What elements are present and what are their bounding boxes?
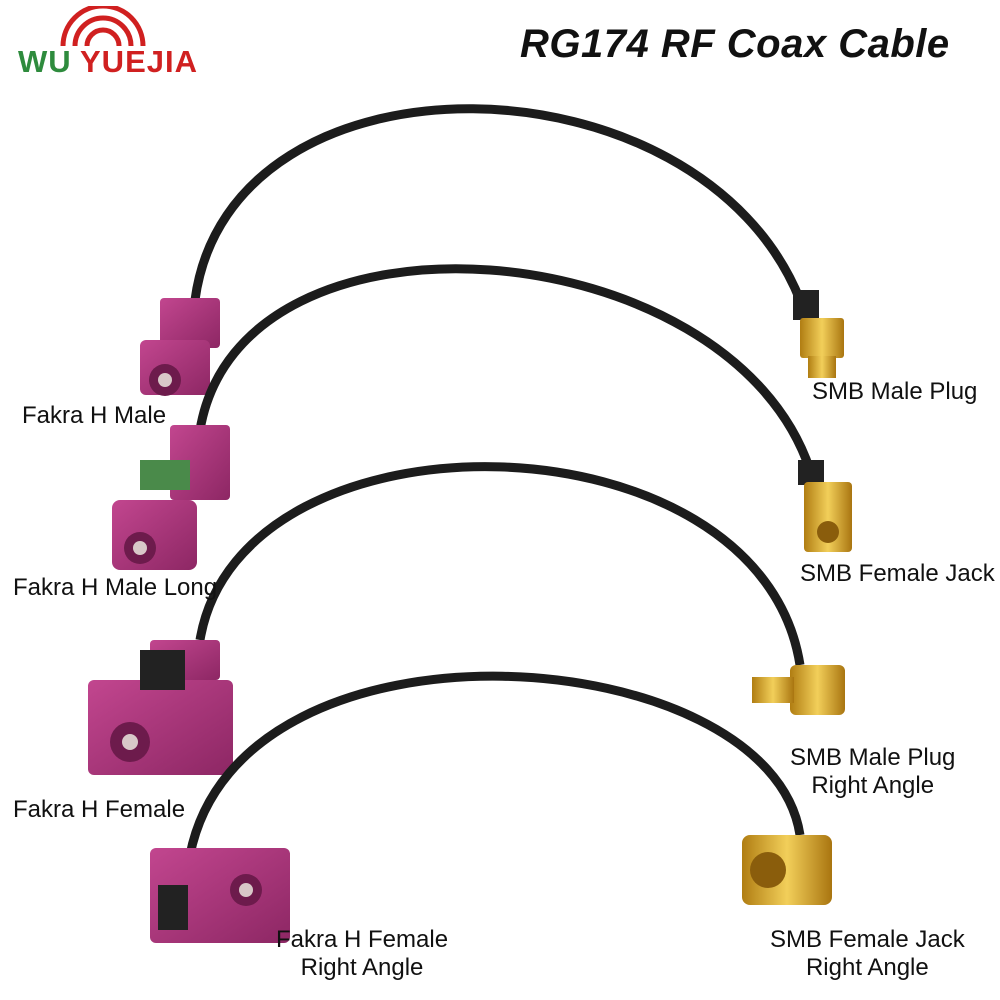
label-smb-male-plug: SMB Male Plug bbox=[812, 378, 978, 405]
cable-2 bbox=[112, 264, 852, 570]
fakra-h-male-long-connector bbox=[112, 425, 230, 570]
brand-prefix: WU bbox=[18, 44, 72, 79]
fakra-h-male-connector bbox=[140, 298, 220, 396]
cable-4 bbox=[150, 671, 832, 943]
page-title: RG174 RF Coax Cable bbox=[520, 22, 950, 66]
label-fakra-h-male-long: Fakra H Male Long bbox=[13, 574, 218, 601]
label-fakra-h-female-right-angle: Fakra H Female Right Angle bbox=[276, 926, 449, 981]
brand-logo: WU YUEJIA bbox=[8, 6, 198, 86]
label-fakra-h-male: Fakra H Male bbox=[22, 402, 167, 429]
fakra-h-female-connector bbox=[88, 640, 233, 775]
smb-male-plug-connector bbox=[793, 290, 844, 378]
label-smb-female-jack-right-angle: SMB Female Jack Right Angle bbox=[770, 926, 965, 981]
smb-female-jack-connector bbox=[798, 460, 852, 552]
label-fakra-h-female: Fakra H Female bbox=[13, 796, 186, 823]
smb-male-plug-right-angle-connector bbox=[752, 665, 845, 715]
fakra-h-female-right-angle-connector bbox=[150, 848, 290, 943]
label-smb-male-plug-right-angle: SMB Male Plug Right Angle bbox=[790, 744, 956, 799]
cable-3 bbox=[88, 462, 845, 775]
signal-arcs-icon bbox=[60, 6, 146, 47]
brand-name: YUEJIA bbox=[80, 44, 198, 79]
label-smb-female-jack: SMB Female Jack bbox=[800, 560, 995, 587]
smb-female-jack-right-angle-connector bbox=[742, 835, 832, 905]
cable-1 bbox=[140, 104, 844, 396]
